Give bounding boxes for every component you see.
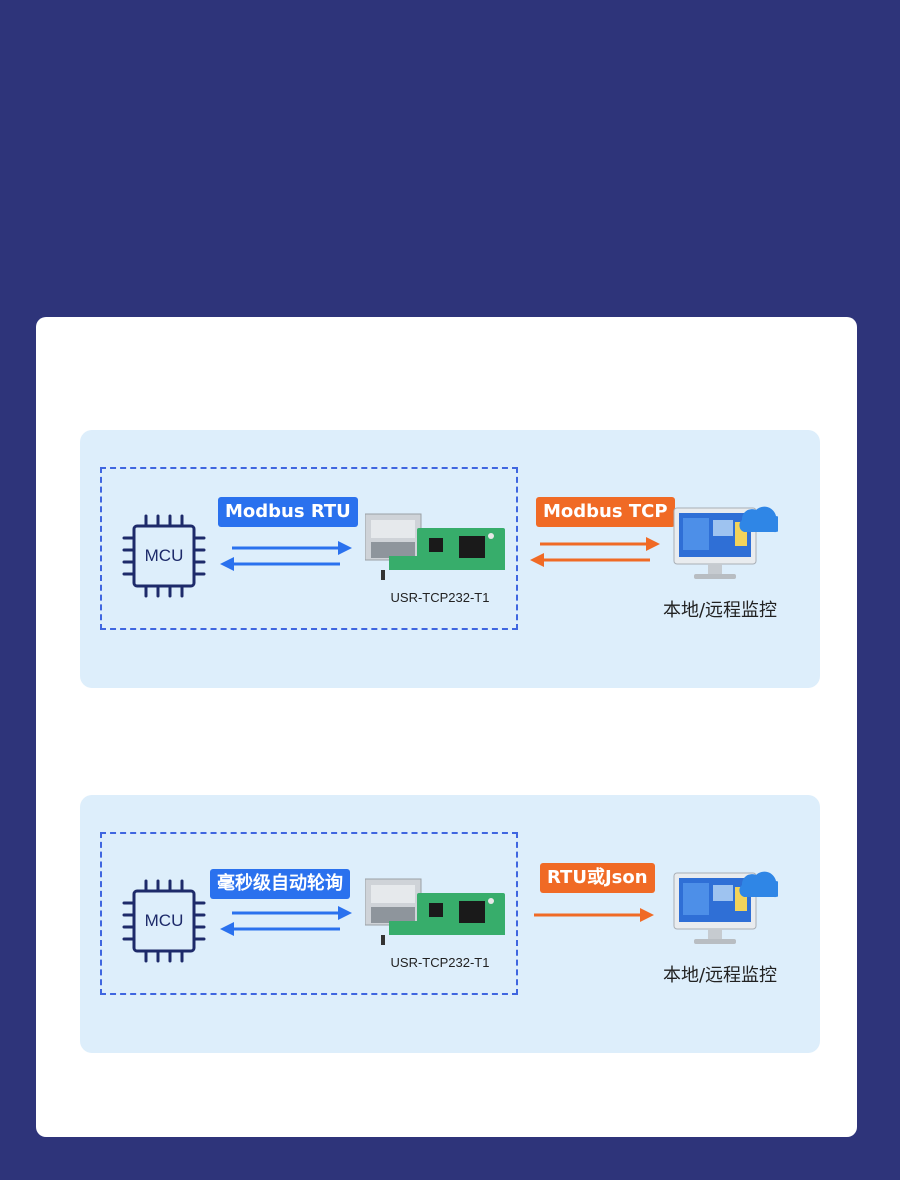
monitor-cloud-icon <box>673 506 778 579</box>
device-label: USR-TCP232-T1 <box>390 590 490 605</box>
mcu-chip-icon <box>122 514 206 598</box>
endpoint-label: 本地/远程监控 <box>662 965 778 986</box>
mcu-label: MCU <box>144 546 184 565</box>
device-boundary <box>100 832 518 995</box>
device-label: USR-TCP232-T1 <box>390 955 490 970</box>
bidirectional-arrows-blue <box>220 906 352 936</box>
endpoint-label: 本地/远程监控 <box>662 600 778 621</box>
diagram-panel-modbus-gateway: MCU Modbus RTU USR-TCP232-T1 Modbus TCP <box>80 430 820 688</box>
usr-tcp232-t1-board-icon <box>365 878 505 945</box>
diagram-panel-auto-polling: MCU 毫秒级自动轮询 USR-TCP232-T1 RTU或Json 本地/远程… <box>80 795 820 1053</box>
usr-tcp232-t1-board-icon <box>365 513 505 580</box>
protocol-tag-right: Modbus TCP <box>536 497 675 527</box>
protocol-tag-left: 毫秒级自动轮询 <box>210 869 350 899</box>
bidirectional-arrows-orange <box>530 537 660 567</box>
mcu-label: MCU <box>144 911 184 930</box>
device-boundary <box>100 467 518 630</box>
monitor-cloud-icon <box>673 871 778 944</box>
one-way-arrow-orange <box>534 908 654 922</box>
protocol-tag-right: RTU或Json <box>540 863 655 893</box>
mcu-chip-icon <box>122 879 206 963</box>
protocol-tag-left: Modbus RTU <box>218 497 358 527</box>
bidirectional-arrows-blue <box>220 541 352 571</box>
